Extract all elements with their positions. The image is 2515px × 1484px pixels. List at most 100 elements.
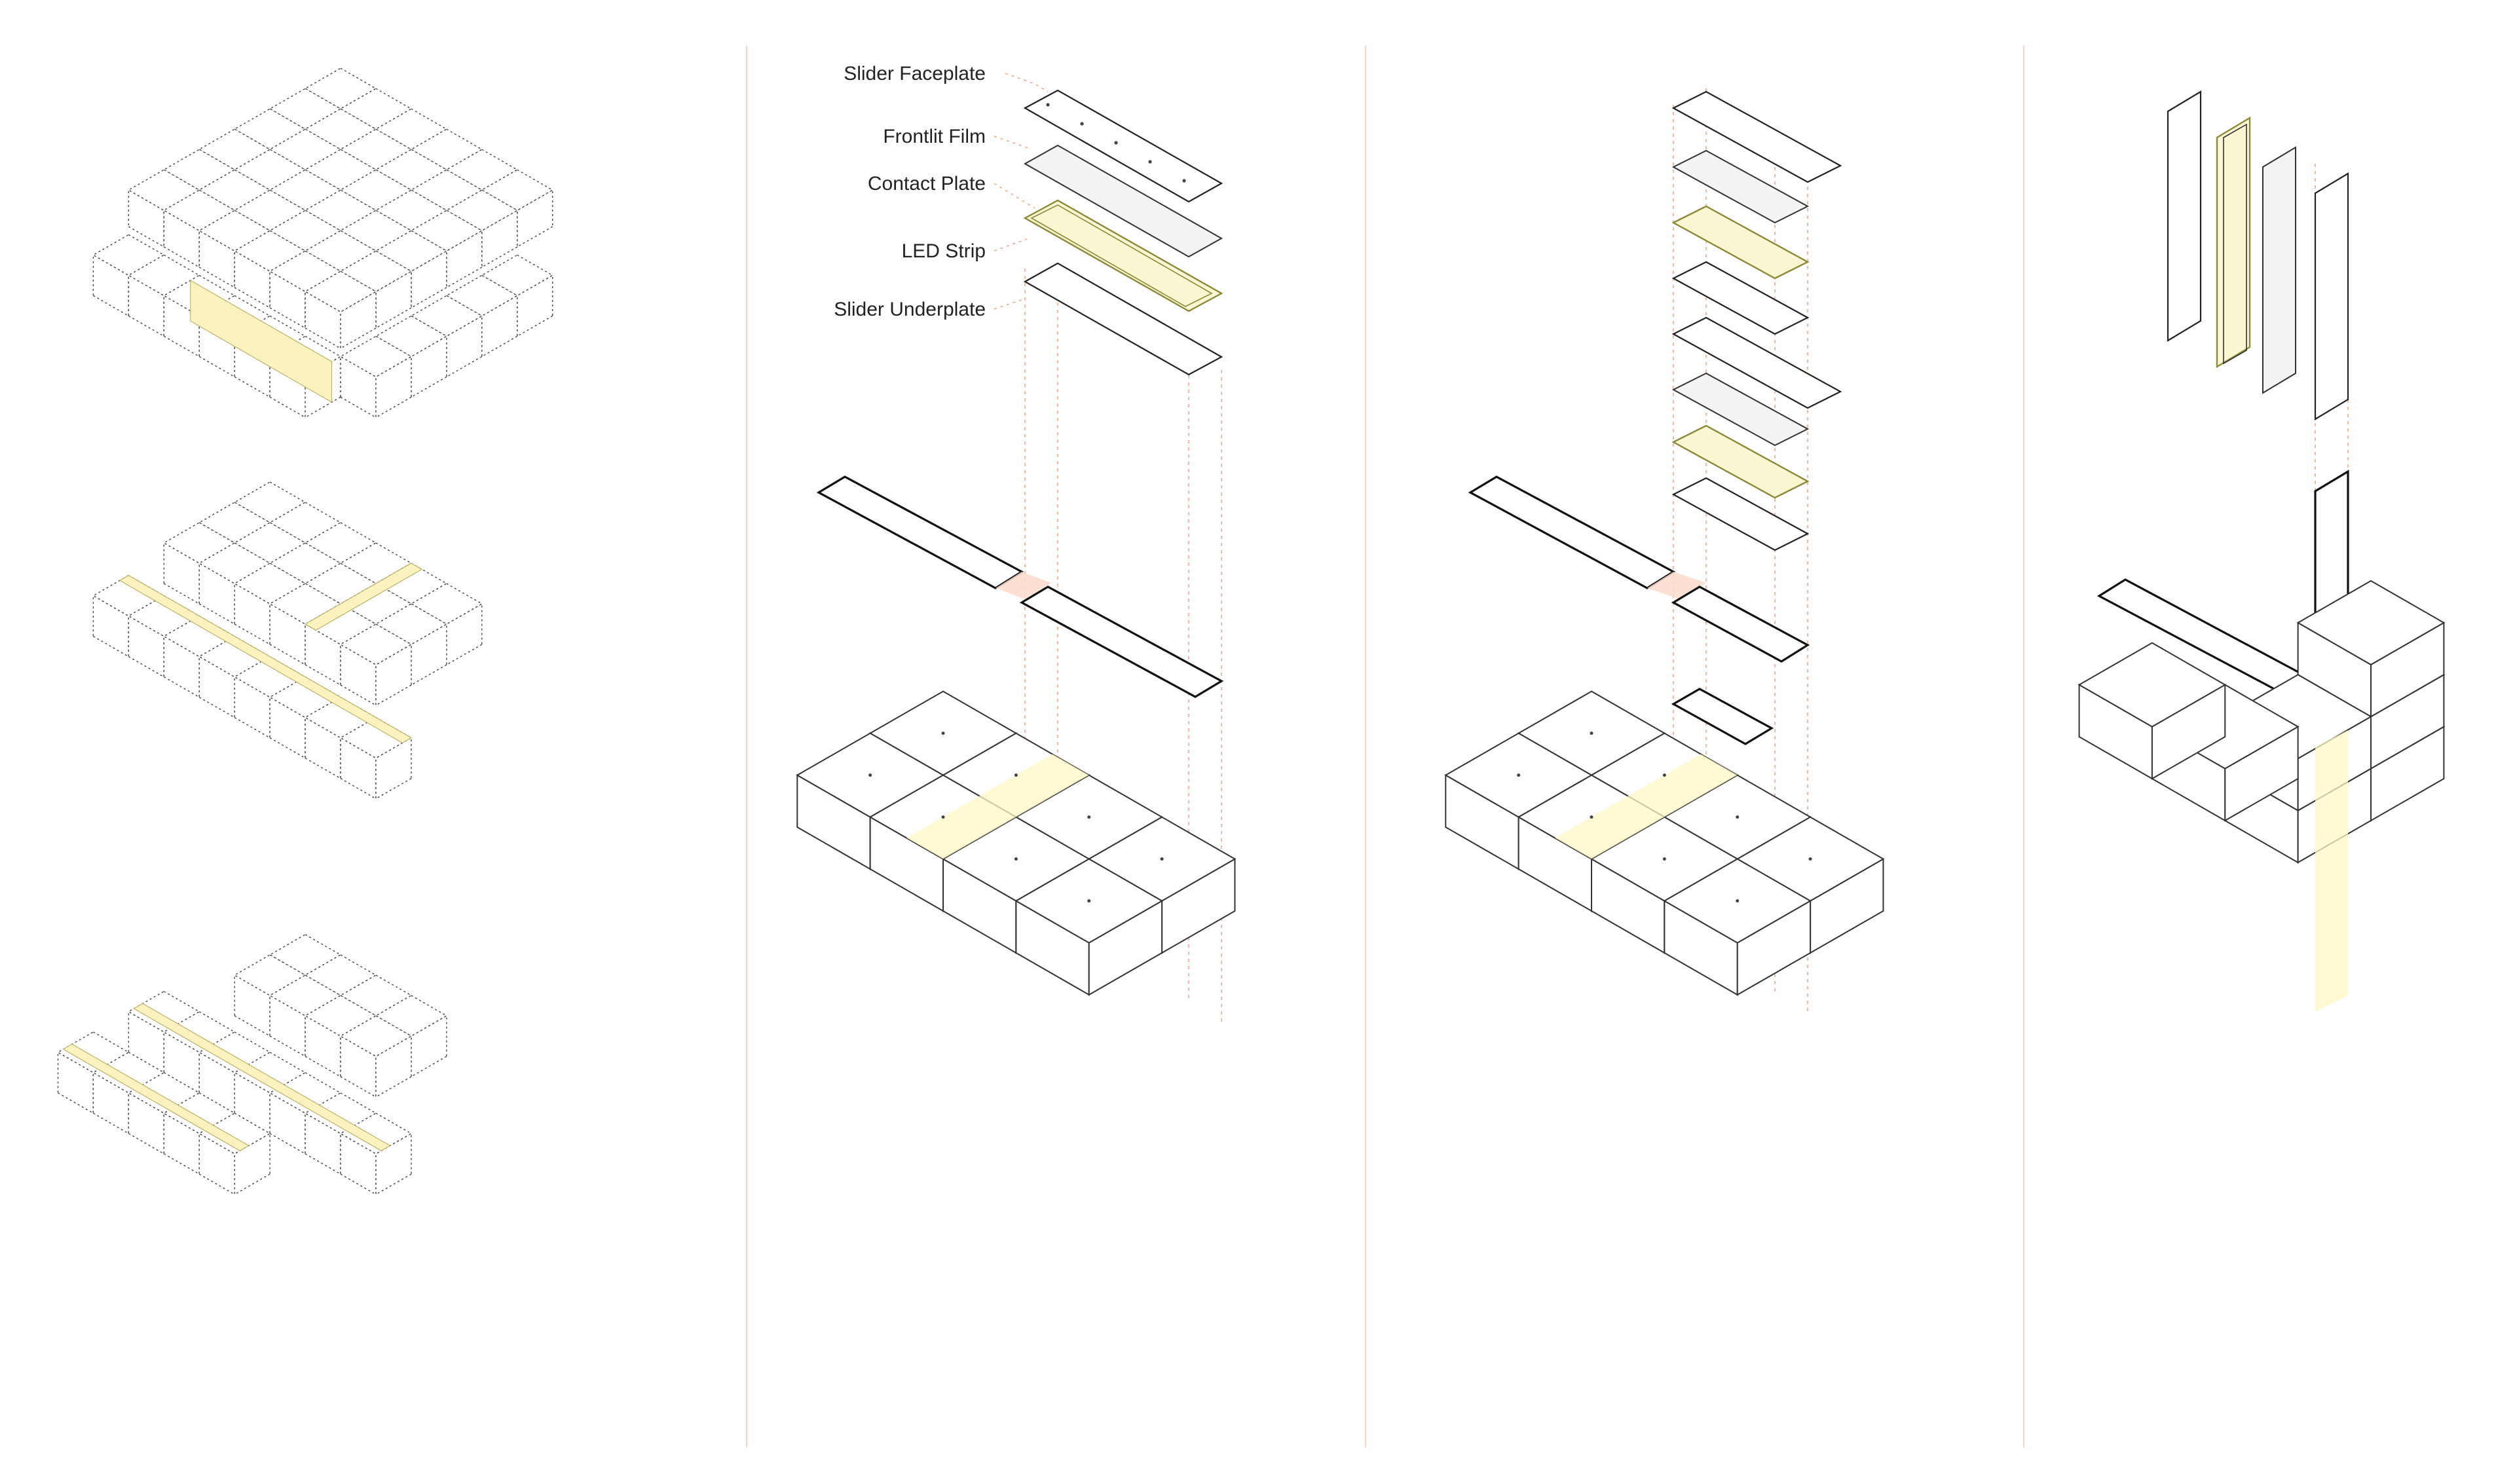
mid-plate-right-3 [1671,585,1810,663]
module-face [481,295,518,358]
vertical-led-strip [2216,116,2251,369]
panel-segmented-slider [1444,88,1885,1012]
module-face [198,128,271,171]
module-face [339,1015,413,1057]
module-face [163,542,200,605]
segment-layer [1671,372,1810,447]
module-face [481,169,554,212]
module-face [375,270,412,329]
label-frontlit-film: Frontlit Film [883,126,986,147]
module-face [410,169,483,212]
module-face [198,562,235,625]
leader-contact [994,183,1035,209]
module-face [375,643,412,707]
module-face [481,254,554,297]
module-face [375,737,412,800]
module-face [339,169,413,212]
module-face [340,643,377,707]
module-face [269,270,306,329]
segment-layer [1671,424,1810,499]
module-face [340,290,377,350]
module-face [340,1035,377,1098]
fastener-dot [1014,773,1018,777]
fastener-dot [1662,773,1666,777]
module-face [269,994,306,1058]
fastener-dot [1087,815,1091,819]
fastener-dot [1808,857,1812,861]
module-face [446,229,483,289]
fastener-dot [1046,103,1050,107]
leader-faceplate [1005,73,1049,92]
module-face [339,250,413,293]
module-face [198,1132,235,1196]
module-face [411,250,447,309]
segment-layer [1671,477,1810,551]
panel-straight-slider: Slider Faceplate Frontlit Film Contact P… [796,63,1237,1022]
base-modules [796,690,1237,996]
module-face [234,1071,270,1135]
module-face [375,995,448,1037]
led-strip-highlight [1555,754,1738,859]
module-face [269,696,306,759]
fastener-dot [1182,179,1186,183]
vertical-underplate [2314,172,2349,420]
module-face [163,209,200,269]
module-face [340,356,377,418]
module-face [340,737,377,800]
module-face [446,603,483,666]
fastener-dot [1517,773,1521,777]
led-band [133,1003,391,1151]
led-band [304,563,423,631]
module-face [163,635,200,698]
module-face [375,1132,412,1196]
panel-dividers [746,46,2024,1447]
segmented-layer-stack [1671,90,1842,551]
base-modules-4 [2077,580,2446,1012]
module-face [410,128,483,171]
module-face [234,1132,270,1196]
segment-layer [1671,261,1810,335]
fastener-dot [1590,732,1593,735]
mid-plate-left [816,475,1024,589]
module-face [198,1051,235,1115]
module-face [375,356,412,418]
module-face [339,542,413,584]
module-face [411,335,447,398]
module-face [339,583,413,625]
module-face [305,1014,341,1078]
fastener-dot [1014,857,1018,861]
led-band [119,574,413,744]
module-face [375,230,448,272]
module-face [198,229,235,289]
led-strip-highlight [2315,730,2348,1012]
module-face [2296,580,2446,666]
module-face [339,974,413,1016]
contact-plate-led [1023,199,1223,312]
fastener-dot [1148,160,1152,164]
segment-layer [1671,316,1842,409]
module-face [305,716,341,779]
module-face [411,1014,447,1078]
base-modules-3 [1444,690,1885,996]
module-face [198,656,235,718]
module-face [269,128,342,171]
fastener-dot [1160,857,1164,861]
fastener-dot [868,773,872,777]
module-face [410,295,483,337]
module-face [305,290,341,350]
module-face [128,189,165,248]
leader-led [994,238,1028,251]
fastener-dot [1736,899,1740,903]
fastener-dot [1590,815,1593,819]
fastener-dot [1114,141,1118,145]
module-face [446,315,483,378]
fastener-dot [1080,122,1084,126]
module-face [339,1112,413,1155]
module-face [339,210,413,252]
label-led-strip: LED Strip [902,240,986,262]
module-face [198,1112,271,1155]
module-face [339,623,413,665]
module-face [410,583,483,625]
module-face [339,88,413,130]
